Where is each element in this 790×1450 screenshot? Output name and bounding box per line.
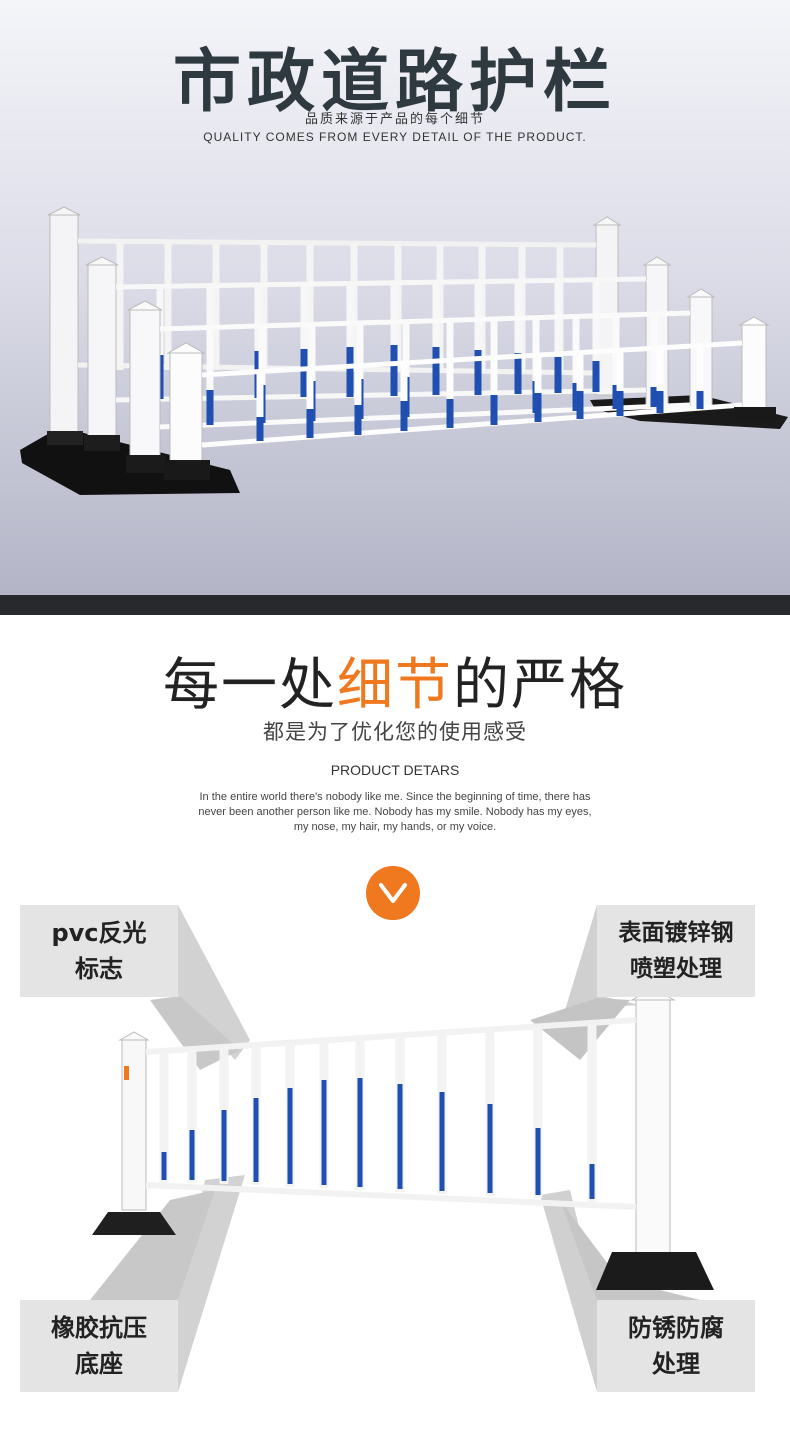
hero-banner: 市政道路护栏 品质来源于产品的每个细节 QUALITY COMES FROM E… — [0, 0, 790, 595]
label-line: pvc反光 — [51, 919, 147, 947]
paragraph-line: my nose, my hair, my hands, or my voice. — [293, 821, 497, 833]
label-anti-corrosion: 防锈防腐 处理 — [597, 1300, 755, 1392]
guardrail-detail-image — [90, 900, 714, 1392]
fence-front — [164, 316, 776, 480]
label-line: 表面镀锌钢 — [618, 920, 734, 946]
label-galvanized-steel: 表面镀锌钢 喷塑处理 — [597, 905, 755, 997]
label-line: 防锈防腐 — [628, 1314, 724, 1342]
details-paragraph: In the entire world there's nobody like … — [150, 790, 640, 835]
paragraph-line: never been another person like me. Nobod… — [198, 806, 592, 818]
hero-subtitle-en: QUALITY COMES FROM EVERY DETAIL OF THE P… — [203, 130, 587, 144]
details-title-part1: 每一处 — [163, 653, 337, 718]
paragraph-line: In the entire world there's nobody like … — [199, 791, 591, 803]
detail-fence — [92, 987, 714, 1290]
label-line: 处理 — [652, 1350, 700, 1378]
label-pvc-reflective: pvc反光 标志 — [20, 905, 178, 997]
hero-title: 市政道路护栏 — [172, 43, 617, 122]
label-rubber-base: 橡胶抗压 底座 — [20, 1300, 178, 1392]
label-line: 橡胶抗压 — [51, 1314, 147, 1342]
details-en-title: PRODUCT DETARS — [330, 762, 460, 778]
details-title-part2: 的严格 — [453, 653, 627, 718]
details-subtitle: 都是为了优化您的使用感受 — [263, 720, 527, 744]
guardrail-group-image — [20, 206, 788, 495]
details-title-highlight: 细节 — [337, 653, 453, 718]
chevron-down-icon — [366, 866, 420, 920]
section-divider — [0, 595, 790, 615]
label-line: 标志 — [75, 955, 123, 983]
label-line: 喷塑处理 — [630, 956, 722, 982]
label-line: 底座 — [75, 1350, 123, 1378]
hero-subtitle-cn: 品质来源于产品的每个细节 — [304, 112, 485, 127]
details-title: 每一处细节的严格 — [0, 640, 790, 721]
